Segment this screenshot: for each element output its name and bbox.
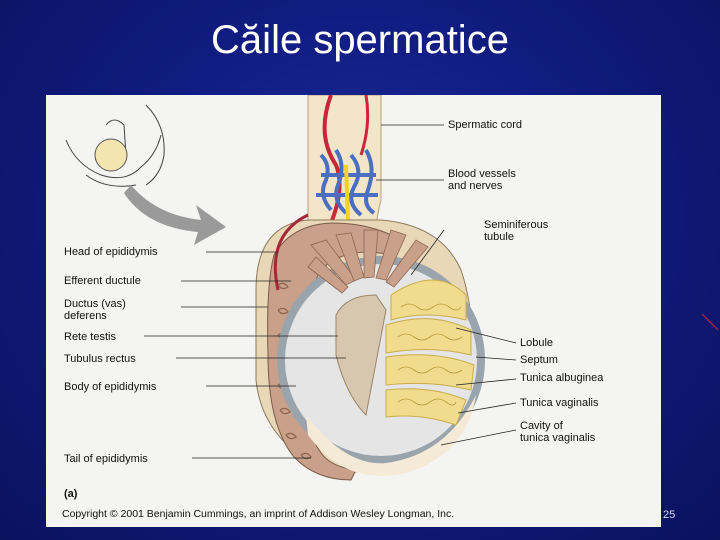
label-cavity-line2: tunica vaginalis xyxy=(520,432,595,444)
label-efferent-ductule: Efferent ductule xyxy=(64,275,141,287)
copyright-notice: Copyright © 2001 Benjamin Cummings, an i… xyxy=(62,508,454,520)
label-rete-testis: Rete testis xyxy=(64,331,116,343)
decorative-line xyxy=(700,312,720,332)
label-head-of-epididymis: Head of epididymis xyxy=(64,246,158,258)
figure-tag: (a) xyxy=(64,488,77,500)
label-body-of-epididymis: Body of epididymis xyxy=(64,381,156,393)
label-spermatic-cord: Spermatic cord xyxy=(448,119,522,131)
label-ductus-deferens-line1: Ductus (vas) xyxy=(64,298,126,310)
label-seminiferous-line1: Seminiferous xyxy=(484,219,548,231)
body-thumbnail xyxy=(66,105,164,186)
page-number: 25 xyxy=(663,509,675,521)
slide-title: Căile spermatice xyxy=(0,18,720,63)
label-seminiferous-line2: tubule xyxy=(484,231,514,243)
label-tail-of-epididymis: Tail of epididymis xyxy=(64,453,148,465)
label-lobule: Lobule xyxy=(520,337,553,349)
label-tubulus-rectus: Tubulus rectus xyxy=(64,353,136,365)
pointer-arrow xyxy=(124,185,226,245)
figure-panel: Head of epididymis Efferent ductule Duct… xyxy=(46,95,661,527)
label-blood-vessels-line2: and nerves xyxy=(448,180,502,192)
label-septum: Septum xyxy=(520,354,558,366)
label-tunica-albuginea: Tunica albuginea xyxy=(520,372,603,384)
nerve xyxy=(346,165,348,220)
label-ductus-deferens-line2: deferens xyxy=(64,310,107,322)
label-cavity-line1: Cavity of xyxy=(520,420,563,432)
label-tunica-vaginalis: Tunica vaginalis xyxy=(520,397,598,409)
label-blood-vessels-line1: Blood vessels xyxy=(448,168,516,180)
